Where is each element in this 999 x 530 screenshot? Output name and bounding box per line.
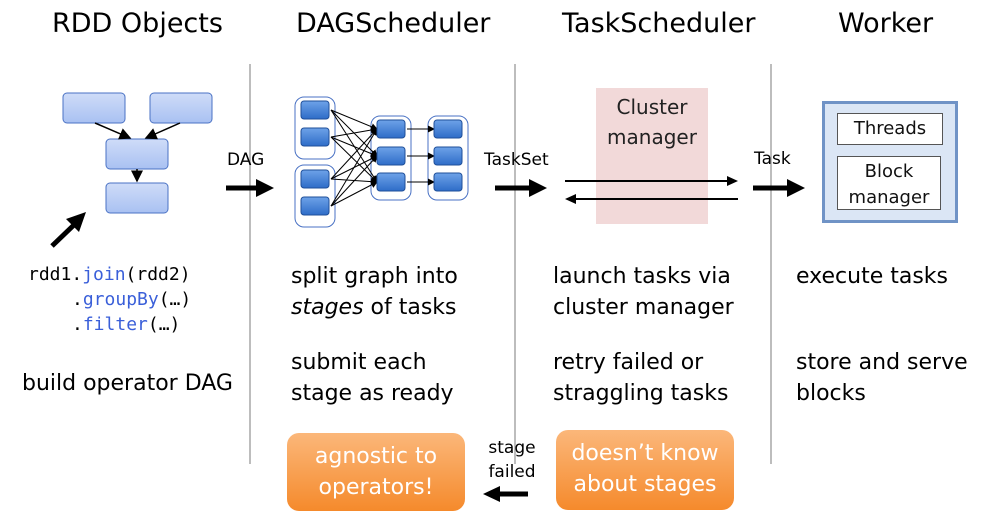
stage-failed-arrowhead <box>483 486 500 502</box>
rdd-node-2 <box>149 92 213 124</box>
task-text-1-line2: cluster manager <box>553 295 734 320</box>
dag-text-1-line1: split graph into <box>291 264 458 289</box>
stages-italic: stages <box>291 295 364 320</box>
dag-text-2-line2: stage as ready <box>291 381 454 406</box>
stage-graph <box>294 96 469 228</box>
rdd-edge <box>94 122 132 140</box>
from-cluster-arrowhead <box>565 194 576 204</box>
rdd-node-4 <box>105 182 169 214</box>
task-arrow-label: Task <box>754 149 791 169</box>
code-line-1: rdd1.join(rdd2) <box>28 264 191 285</box>
divider-2 <box>514 64 516 464</box>
cluster-manager-line2: manager <box>607 125 697 149</box>
threads-box: Threads <box>837 113 943 145</box>
task-node <box>300 127 330 147</box>
task-node <box>376 119 406 139</box>
block-manager-box: Block manager <box>837 156 941 210</box>
threads-label: Threads <box>853 118 927 139</box>
dag-text-2: submit each stage as ready <box>291 347 454 409</box>
task-arrowhead <box>787 179 805 197</box>
rdd-edge <box>144 122 181 140</box>
dag-arrowhead <box>256 179 274 197</box>
rdd-objects-title: RDD Objects <box>52 8 223 39</box>
worker-title: Worker <box>838 8 934 39</box>
dag-text-1-line2: stages of tasks <box>291 295 457 320</box>
worker-text-1: execute tasks <box>796 264 948 289</box>
task-node <box>376 172 406 192</box>
worker-text-2-line2: blocks <box>796 381 866 406</box>
rdd-node-1 <box>62 92 126 124</box>
stage-failed-line1: stage <box>488 438 536 458</box>
taskset-arrowhead <box>529 179 547 197</box>
rdd-caption: build operator DAG <box>22 371 233 396</box>
agnostic-line2: operators! <box>318 475 434 500</box>
cluster-manager-line1: Cluster <box>616 95 688 119</box>
worker-text-2-line1: store and serve <box>796 350 968 375</box>
divider-3 <box>770 64 772 464</box>
code-line-3: .filter(…) <box>72 314 181 335</box>
taskscheduler-title: TaskScheduler <box>562 8 756 39</box>
doesnt-know-line1: doesn’t know <box>571 441 719 466</box>
code-pointer-arrow <box>50 221 78 248</box>
agnostic-callout: agnostic to operators! <box>287 433 465 511</box>
taskset-arrow-label: TaskSet <box>484 150 549 170</box>
task-text-2-line2: straggling tasks <box>553 381 729 406</box>
task-node <box>376 146 406 166</box>
dag-text-2-line1: submit each <box>291 350 427 375</box>
task-text-2-line1: retry failed or <box>553 350 704 375</box>
rdd-node-3 <box>105 138 169 170</box>
rdd-code: rdd1.join(rdd2) .groupBy(…) .filter(…) <box>28 262 191 337</box>
task-node <box>433 172 463 192</box>
task-node <box>433 146 463 166</box>
stage-failed-line2: failed <box>488 462 536 482</box>
task-node <box>433 119 463 139</box>
divider-1 <box>249 64 251 464</box>
dag-arrow-label: DAG <box>227 150 265 170</box>
dagscheduler-title: DAGScheduler <box>296 8 491 39</box>
doesnt-know-line2: about stages <box>573 472 717 497</box>
task-text-1: launch tasks via cluster manager <box>553 261 734 323</box>
code-pointer-arrowhead <box>66 212 86 232</box>
worker-box: Threads Block manager <box>822 101 958 223</box>
dag-text-1: split graph into stages of tasks <box>291 261 458 323</box>
task-node <box>300 169 330 189</box>
stage-failed-label: stage failed <box>484 436 540 484</box>
agnostic-line1: agnostic to <box>314 444 438 469</box>
task-text-1-line1: launch tasks via <box>553 264 731 289</box>
worker-text-2: store and serve blocks <box>796 347 968 409</box>
code-line-2: .groupBy(…) <box>72 289 192 310</box>
task-node <box>300 196 330 216</box>
doesnt-know-callout: doesn’t know about stages <box>556 430 734 510</box>
block-manager-line2: manager <box>848 187 930 208</box>
task-text-2: retry failed or straggling tasks <box>553 347 728 409</box>
block-manager-line1: Block <box>864 161 914 182</box>
task-node <box>300 100 330 120</box>
to-cluster-arrowhead <box>727 176 738 186</box>
rdd-dag <box>62 92 213 214</box>
cluster-manager-label: Cluster manager <box>596 92 708 152</box>
